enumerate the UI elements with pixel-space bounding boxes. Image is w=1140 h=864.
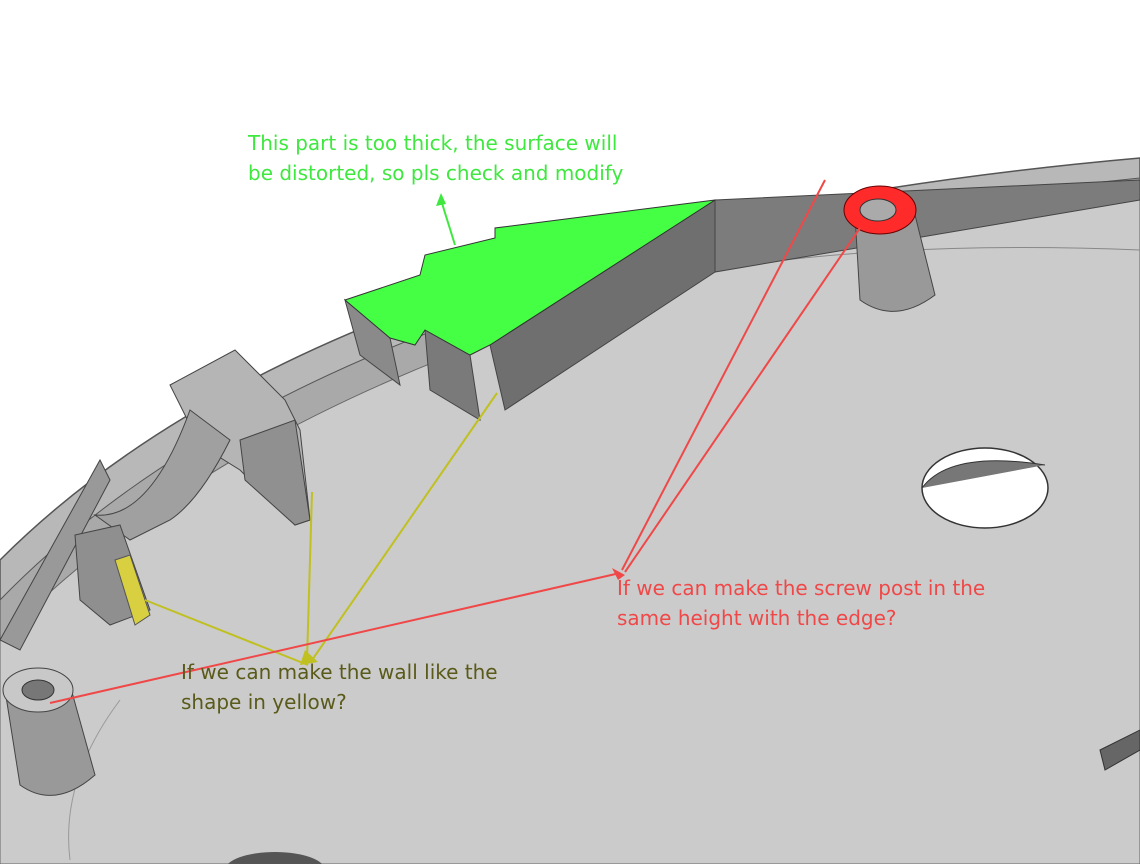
annotation-line: If we can make the screw post in the [617,576,986,600]
yellow-wall-pin [114,554,151,626]
screw-post [854,214,936,312]
hole-wall [921,460,1046,489]
annotation-line: This part is too thick, the surface will [248,131,618,155]
red-arrows [49,179,861,704]
yellow-arrows [144,392,498,666]
annotation-screw-post: If we can make the screw post in the same… [617,573,985,633]
annotation-line: If we can make the wall like the [181,660,498,684]
annotation-line: shape in yellow? [181,690,347,714]
screw-post-left [4,684,96,796]
floor-hole [921,447,1049,529]
annotation-thick-part: This part is too thick, the surface will… [248,128,623,188]
clip-feature [239,419,311,526]
annotation-wall-shape: If we can make the wall like the shape in… [181,657,498,717]
green-arrow [436,193,456,246]
floor-slot [1099,729,1140,771]
clip-cradle [93,409,231,541]
left-rim-wall [0,458,111,651]
annotation-line: same height with the edge? [617,606,897,630]
annotation-line: be distorted, so pls check and modify [248,161,624,185]
screw-hole [859,198,897,222]
thick-part-highlight [343,199,716,356]
screw-hole [21,679,55,701]
floor-hole-bottom [227,852,323,864]
